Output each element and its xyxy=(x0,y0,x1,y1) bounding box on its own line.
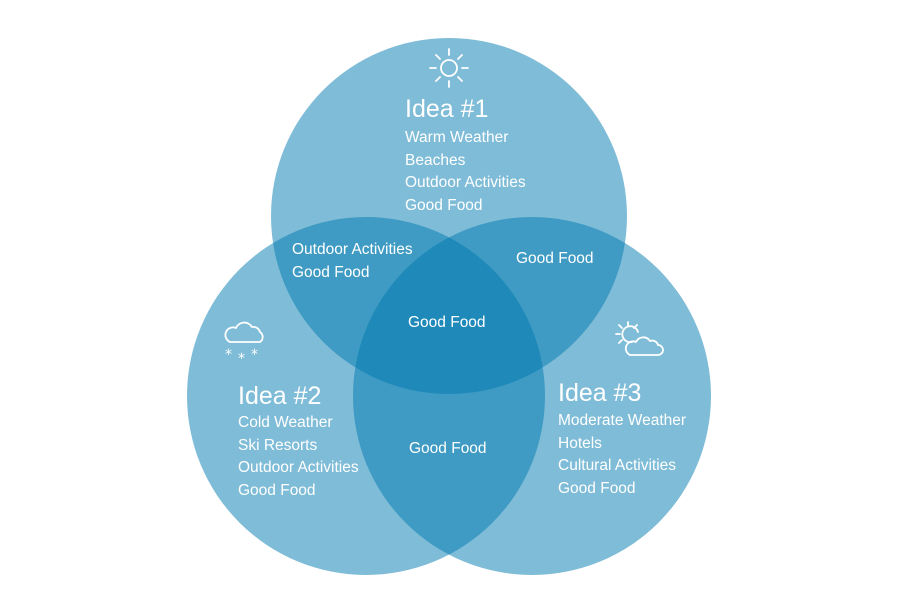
sun-icon xyxy=(429,48,469,88)
idea-3-items: Moderate Weather Hotels Cultural Activit… xyxy=(558,410,686,501)
idea-2-items: Cold Weather Ski Resorts Outdoor Activit… xyxy=(238,412,359,503)
overlap-all-items: Good Food xyxy=(408,312,486,335)
svg-text:*: * xyxy=(225,347,232,363)
svg-text:*: * xyxy=(251,347,258,363)
list-item: Good Food xyxy=(292,263,370,281)
list-item: Warm Weather xyxy=(405,129,509,146)
list-item: Outdoor Activities xyxy=(238,459,359,477)
list-item: Good Food xyxy=(516,250,594,267)
circle-idea-3 xyxy=(353,217,711,575)
snow-cloud-icon: * * * xyxy=(224,321,264,364)
list-item: Cultural Activities xyxy=(558,457,677,475)
list-item: Cold Weather xyxy=(238,414,333,431)
idea-3-title: Idea #3 xyxy=(558,379,642,407)
list-item: Good Food xyxy=(238,482,316,500)
list-item: Beaches xyxy=(405,151,466,169)
idea-1-title: Idea #1 xyxy=(405,95,489,123)
list-item: Good Food xyxy=(409,440,487,457)
overlap-1-3-items: Good Food xyxy=(516,248,594,271)
svg-text:*: * xyxy=(238,351,245,364)
list-item: Good Food xyxy=(408,314,486,331)
list-item: Moderate Weather xyxy=(558,412,687,429)
list-item: Hotels xyxy=(558,434,602,452)
list-item: Good Food xyxy=(405,197,483,215)
list-item: Outdoor Activities xyxy=(292,241,413,258)
idea-1-items: Warm Weather Beaches Outdoor Activities … xyxy=(405,127,526,218)
partly-cloudy-icon xyxy=(615,321,664,356)
overlap-1-2-items: Outdoor Activities Good Food xyxy=(292,239,413,284)
idea-2-title: Idea #2 xyxy=(238,382,322,410)
list-item: Good Food xyxy=(558,480,636,498)
list-item: Outdoor Activities xyxy=(405,174,526,192)
list-item: Ski Resorts xyxy=(238,436,318,454)
overlap-2-3-items: Good Food xyxy=(409,438,487,461)
